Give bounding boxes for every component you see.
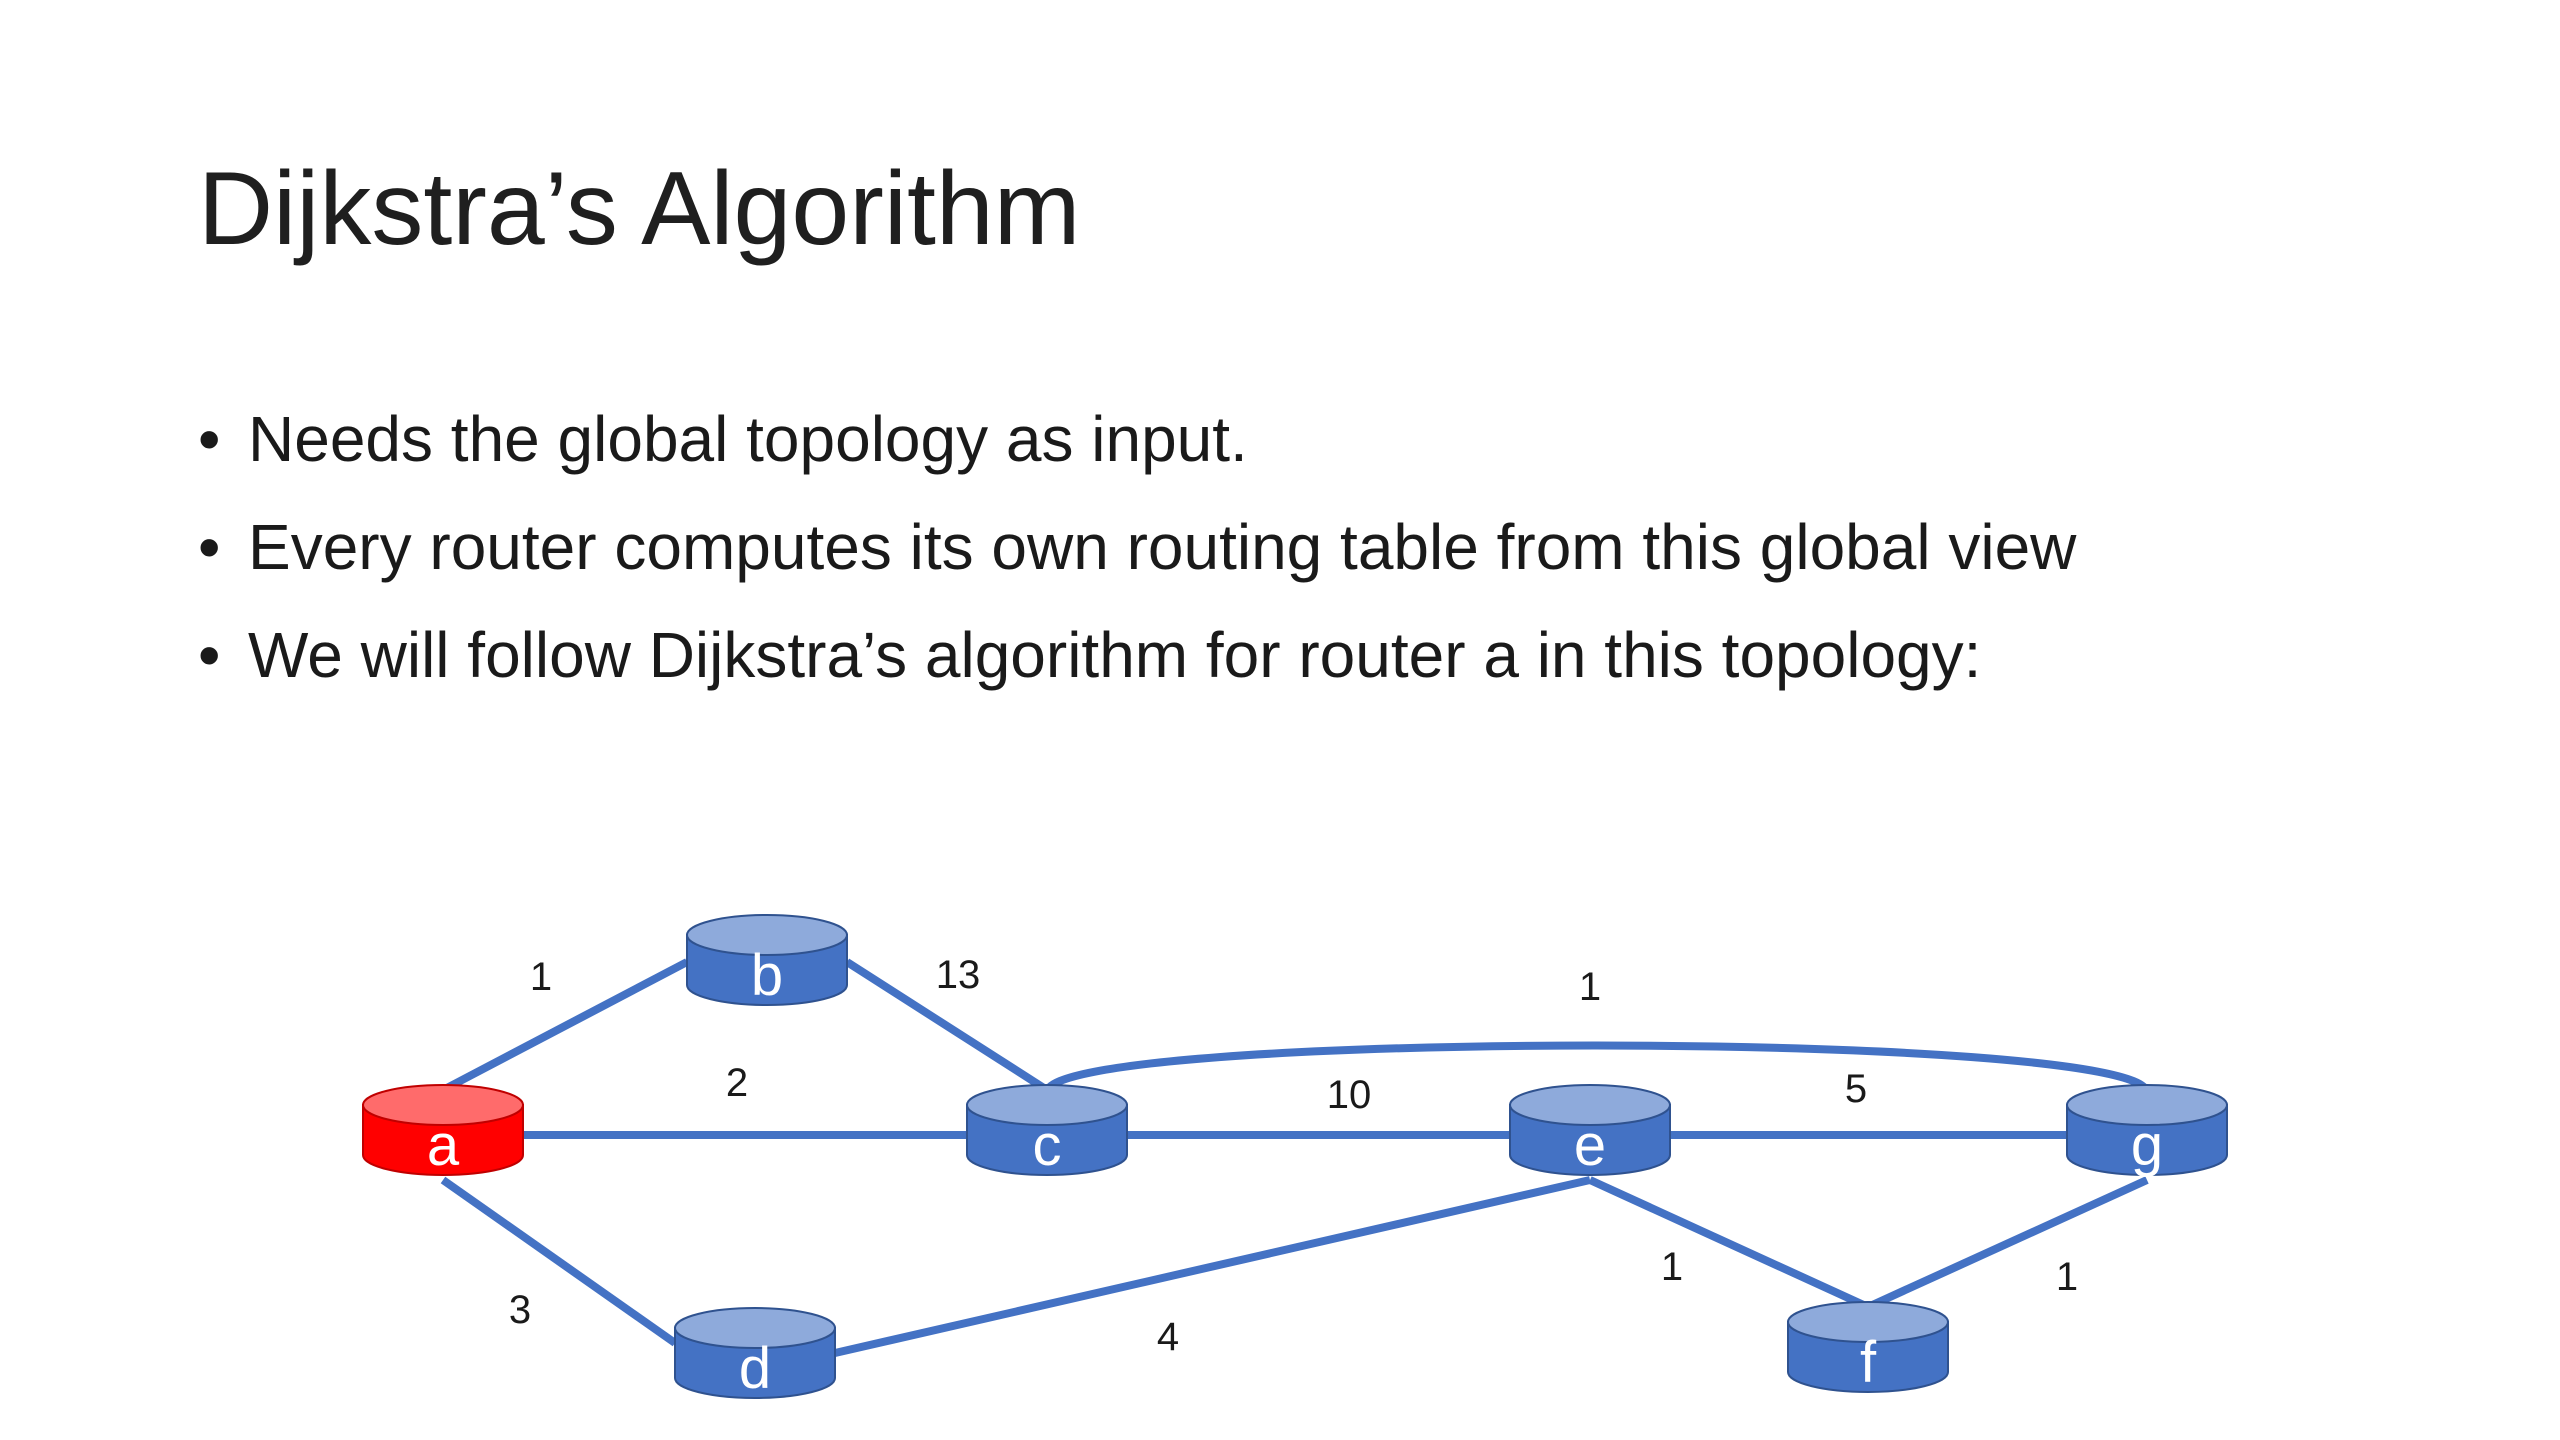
edge-a-b [441, 958, 689, 1094]
edge-weight-d-e: 4 [1157, 1315, 1179, 1359]
bullet-marker: • [198, 403, 221, 475]
router-node-b: b [686, 914, 848, 1008]
router-label-g: g [2131, 1113, 2163, 1178]
bullet-item: •Every router computes its own routing t… [198, 493, 2076, 601]
router-node-e: e [1509, 1084, 1671, 1178]
bullet-marker: • [198, 619, 221, 691]
bullet-marker: • [198, 511, 221, 583]
router-label-e: e [1574, 1113, 1606, 1178]
weights-layer: 1 13 2 3 10 1 5 4 1 1 [509, 953, 2078, 1359]
edge-c-g [1043, 1041, 2151, 1094]
edge-e-f [1588, 1176, 1870, 1311]
bullet-list: •Needs the global topology as input. •Ev… [198, 385, 2076, 709]
bullet-item: •We will follow Dijkstra’s algorithm for… [198, 601, 2076, 709]
router-node-g: g [2066, 1084, 2228, 1178]
bullet-item: •Needs the global topology as input. [198, 385, 2076, 493]
edge-d-e [834, 1176, 1591, 1357]
slide-title: Dijkstra’s Algorithm [198, 151, 1081, 267]
edge-weight-c-g: 1 [1579, 965, 1601, 1009]
edge-a-d [440, 1176, 678, 1347]
router-label-f: f [1860, 1330, 1877, 1395]
router-label-a: a [427, 1113, 460, 1178]
edge-weight-b-c: 13 [936, 953, 981, 997]
edge-weight-e-g: 5 [1845, 1067, 1867, 1111]
edge-b-c [844, 958, 1050, 1094]
edge-weight-f-g: 1 [2056, 1255, 2078, 1299]
edge-weight-a-d: 3 [509, 1288, 531, 1332]
router-label-d: d [739, 1336, 771, 1401]
edge-weight-a-b: 1 [530, 955, 552, 999]
edge-f-g [1866, 1176, 2149, 1311]
router-node-a: a [362, 1084, 524, 1178]
edge-weight-c-e: 10 [1327, 1073, 1372, 1117]
edge-weight-a-c: 2 [726, 1061, 748, 1105]
router-node-f: f [1787, 1301, 1949, 1395]
router-node-c: c [966, 1084, 1128, 1178]
router-label-c: c [1033, 1113, 1062, 1178]
edge-weight-e-f: 1 [1661, 1245, 1683, 1289]
router-node-d: d [674, 1307, 836, 1401]
nodes-layer: a b c d e f g [362, 914, 2228, 1401]
router-label-b: b [751, 943, 783, 1008]
edges-layer [440, 958, 2151, 1357]
